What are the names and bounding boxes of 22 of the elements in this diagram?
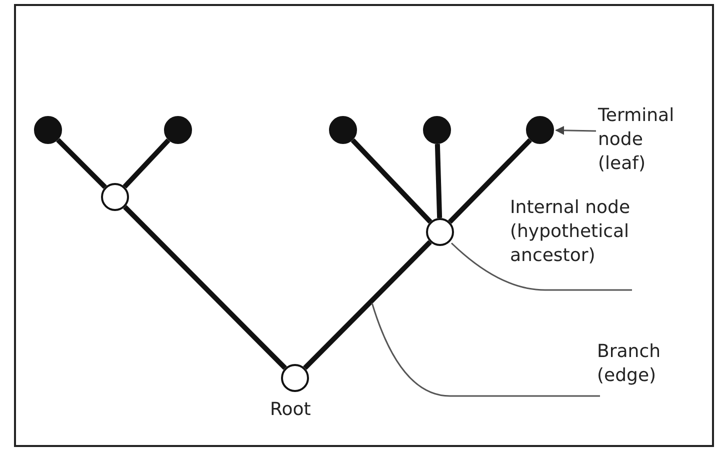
leader-line <box>371 302 600 397</box>
node-label: Root <box>270 398 311 422</box>
root-node-circle <box>281 364 309 392</box>
tree-branch <box>303 240 432 370</box>
tree-branch <box>350 138 432 224</box>
tree-branch <box>123 205 287 370</box>
leader-line <box>451 242 632 291</box>
tree-branch <box>122 138 170 189</box>
leader-line <box>555 126 596 135</box>
internal-node-circle <box>426 218 454 246</box>
leaf-node-circle <box>164 116 192 144</box>
internal-node-circle <box>101 183 129 211</box>
tree-branch <box>434 144 442 218</box>
tree-branch <box>56 138 107 189</box>
callout-text: Terminal node (leaf) <box>598 104 686 176</box>
leaf-node-circle <box>526 116 554 144</box>
leaf-node-circle <box>423 116 451 144</box>
callout-text: Internal node (hypothetical ancestor) <box>510 196 690 268</box>
tree-branch <box>448 138 532 224</box>
leaf-node-circle <box>329 116 357 144</box>
leaf-node-circle <box>34 116 62 144</box>
callout-text: Branch (edge) <box>597 340 692 388</box>
